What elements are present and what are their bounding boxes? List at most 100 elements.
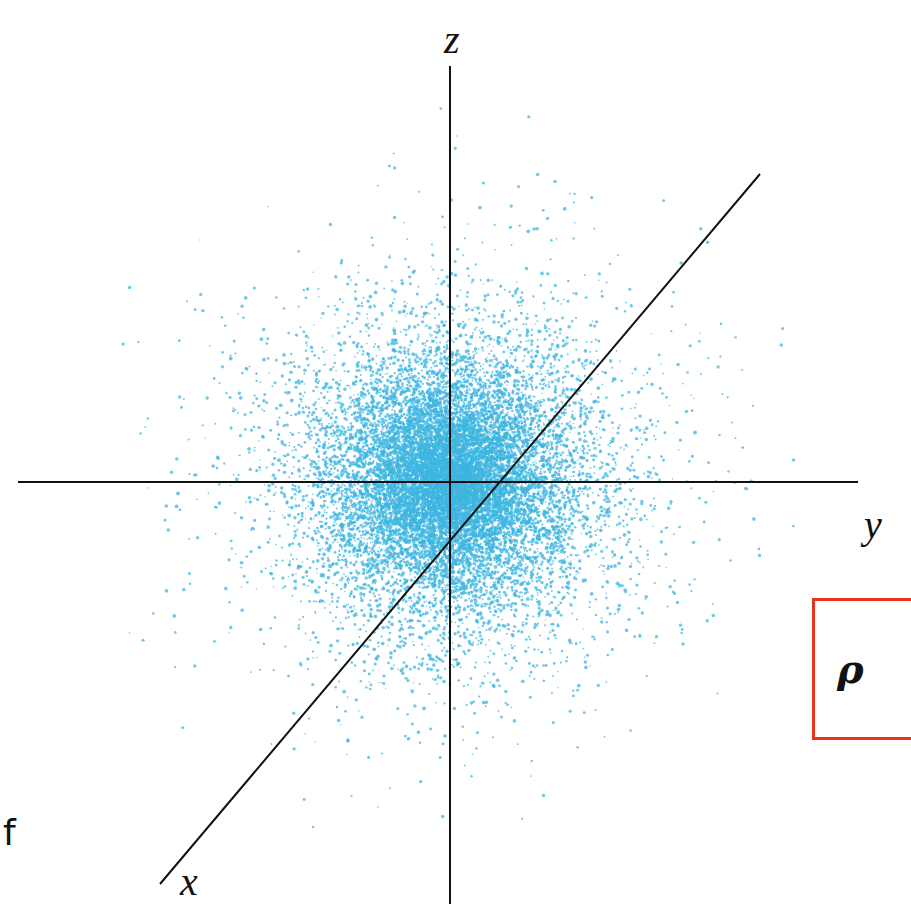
cloud-dot	[316, 527, 319, 530]
cloud-dot	[295, 498, 297, 500]
cloud-dot	[514, 645, 516, 647]
cloud-dot	[349, 398, 350, 399]
cloud-dot	[389, 632, 392, 635]
cloud-dot	[292, 456, 295, 459]
cloud-dot	[577, 490, 579, 492]
cloud-dot	[562, 513, 565, 516]
cloud-dot	[546, 552, 547, 553]
cloud-dot	[470, 599, 473, 602]
cloud-dot	[591, 635, 594, 638]
cloud-dot	[605, 491, 608, 494]
cloud-dot	[249, 500, 252, 503]
cloud-dot	[303, 369, 307, 373]
cloud-dot	[390, 563, 392, 565]
cloud-dot	[460, 323, 462, 325]
cloud-dot	[350, 476, 352, 478]
cloud-dot	[353, 483, 356, 486]
cloud-dot	[635, 508, 638, 511]
cloud-dot	[527, 383, 528, 384]
cloud-dot	[475, 565, 477, 567]
cloud-dot	[339, 579, 341, 581]
cloud-dot	[555, 349, 556, 350]
cloud-dot	[487, 597, 491, 601]
cloud-dot	[221, 365, 224, 368]
cloud-dot	[440, 320, 444, 324]
cloud-dot	[334, 275, 337, 278]
cloud-dot	[525, 334, 528, 337]
cloud-dot	[417, 361, 419, 363]
cloud-dot	[581, 491, 583, 493]
cloud-dot	[534, 461, 535, 462]
cloud-dot	[400, 331, 402, 333]
cloud-dot	[303, 478, 305, 480]
cloud-dot	[350, 279, 352, 281]
cloud-dot	[438, 397, 441, 400]
cloud-dot	[444, 226, 446, 228]
cloud-dot	[496, 678, 500, 682]
cloud-dot	[377, 550, 379, 552]
cloud-dot	[617, 607, 621, 611]
cloud-dot	[409, 668, 412, 671]
cloud-dot	[358, 530, 361, 533]
cloud-dot	[430, 359, 432, 361]
cloud-dot	[548, 502, 551, 505]
cloud-dot	[551, 568, 553, 570]
cloud-dot	[618, 604, 622, 608]
cloud-dot	[438, 313, 440, 315]
cloud-dot	[514, 358, 517, 361]
cloud-dot	[490, 350, 492, 352]
cloud-dot	[293, 516, 297, 520]
cloud-dot	[578, 470, 580, 472]
cloud-dot	[391, 309, 393, 311]
cloud-dot	[331, 490, 333, 492]
cloud-dot	[587, 445, 589, 447]
cloud-dot	[411, 545, 412, 546]
cloud-dot	[609, 263, 611, 265]
cloud-dot	[374, 662, 377, 665]
cloud-dot	[482, 381, 484, 383]
cloud-dot	[330, 416, 333, 419]
cloud-dot	[327, 559, 330, 562]
cloud-dot	[489, 364, 492, 367]
cloud-dot	[555, 545, 558, 548]
cloud-dot	[645, 427, 649, 431]
cloud-dot	[573, 475, 575, 477]
cloud-dot	[335, 440, 338, 443]
cloud-dot	[607, 414, 610, 417]
cloud-dot	[523, 576, 525, 578]
cloud-dot	[390, 585, 392, 587]
cloud-dot	[218, 501, 222, 505]
cloud-dot	[581, 445, 584, 448]
cloud-dot	[542, 356, 546, 360]
cloud-dot	[469, 388, 471, 390]
cloud-dot	[606, 546, 608, 548]
cloud-dot	[341, 483, 343, 485]
cloud-dot	[369, 681, 370, 682]
cloud-dot	[293, 586, 297, 590]
cloud-dot	[589, 324, 592, 327]
cloud-dot	[325, 458, 327, 460]
cloud-dot	[442, 578, 444, 580]
cloud-dot	[521, 304, 523, 306]
cloud-dot	[332, 541, 334, 543]
cloud-dot	[359, 628, 362, 631]
cloud-dot	[344, 413, 346, 415]
cloud-dot	[409, 344, 411, 346]
cloud-dot	[647, 475, 651, 479]
cloud-dot	[472, 357, 475, 360]
cloud-dot	[396, 358, 400, 362]
cloud-dot	[255, 397, 258, 400]
cloud-dot	[324, 509, 326, 511]
cloud-dot	[617, 561, 621, 565]
cloud-dot	[463, 632, 466, 635]
cloud-dot	[293, 446, 295, 448]
cloud-dot	[325, 487, 326, 488]
cloud-dot	[256, 588, 257, 589]
cloud-dot	[403, 407, 405, 409]
cloud-dot	[302, 495, 305, 498]
cloud-dot	[532, 462, 534, 464]
cloud-dot	[452, 586, 454, 588]
cloud-dot	[240, 305, 243, 308]
cloud-dot	[244, 428, 247, 431]
cloud-dot	[266, 337, 269, 340]
